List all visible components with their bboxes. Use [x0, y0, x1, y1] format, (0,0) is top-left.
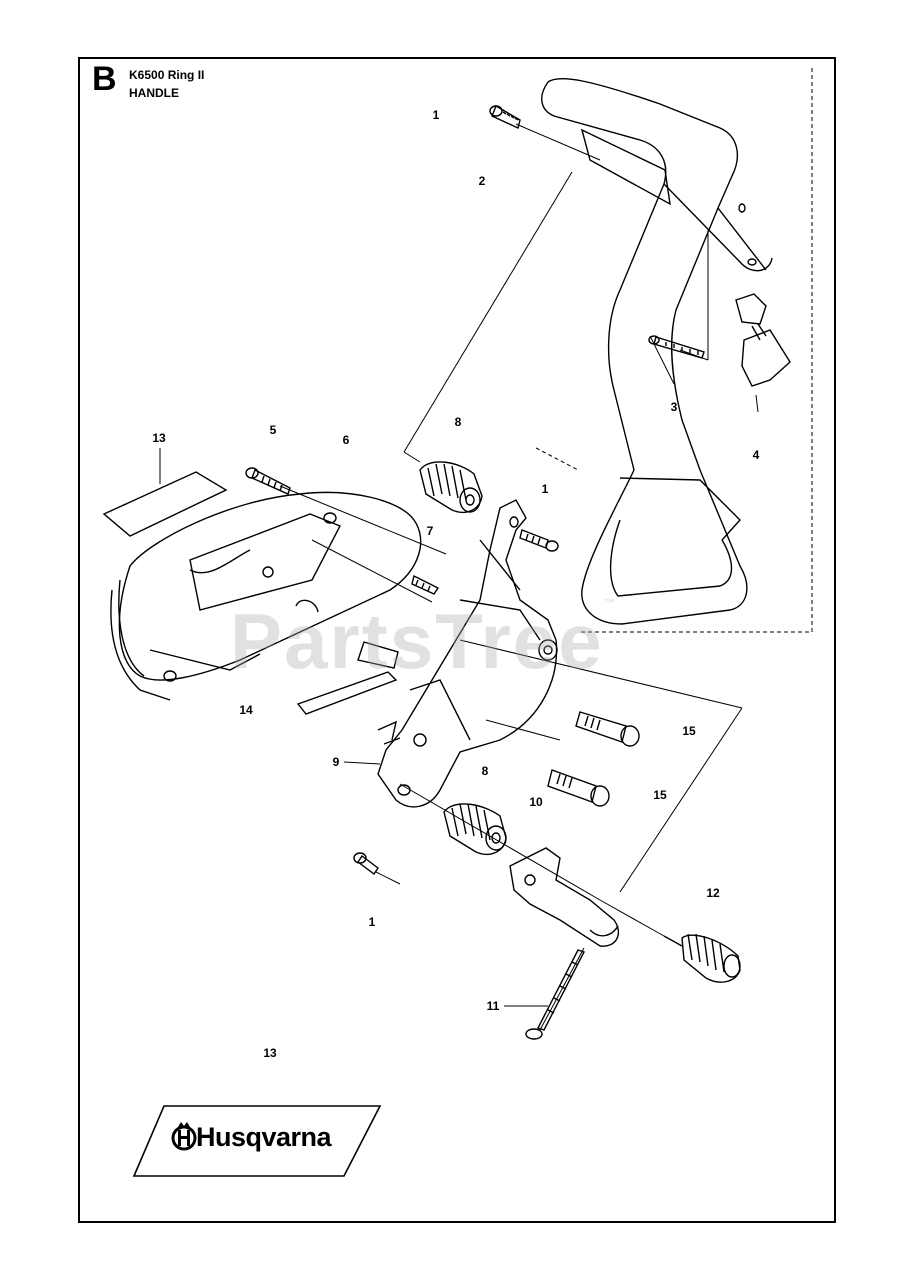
callout-8-upper: 8 — [454, 415, 462, 429]
callout-2: 2 — [478, 174, 486, 188]
husqvarna-crown-h-logo — [171, 1122, 197, 1151]
callout-1-middle: 1 — [541, 482, 549, 496]
model-name: K6500 Ring II — [129, 68, 205, 82]
callout-1-top: 1 — [432, 108, 440, 122]
rubber-buffer-8-upper — [419, 461, 483, 514]
callout-8-lower: 8 — [481, 764, 489, 778]
screw-1-middle — [519, 529, 559, 552]
callout-11: 11 — [486, 999, 500, 1013]
callout-7: 7 — [426, 524, 434, 538]
bolt-11 — [525, 949, 585, 1040]
callout-10: 10 — [529, 795, 543, 809]
rubber-buffer-8-lower — [443, 803, 507, 856]
callout-15-upper: 15 — [682, 724, 696, 738]
callout-13-upper: 13 — [152, 431, 166, 445]
section-letter: B — [92, 60, 117, 98]
screw-1-lower — [353, 852, 379, 876]
lower-bracket — [509, 847, 619, 947]
callout-14: 14 — [239, 703, 253, 717]
decal-13 — [102, 471, 228, 537]
brand-plate — [132, 1105, 382, 1177]
plate-14 — [296, 641, 399, 715]
callout-5: 5 — [269, 423, 277, 437]
screw-1-top — [489, 104, 521, 129]
bolt-10 — [547, 769, 610, 807]
callout-9: 9 — [332, 755, 340, 769]
front-handle-bar — [541, 77, 773, 625]
handle-bracket-9 — [377, 499, 558, 808]
callout-6: 6 — [342, 433, 350, 447]
brand-name: Husqvarna — [196, 1122, 332, 1152]
callout-1-lower: 1 — [368, 915, 376, 929]
diagram-title: HANDLE — [129, 86, 179, 100]
diagram-frame — [78, 57, 836, 1223]
leader-lines — [279, 123, 759, 1031]
screw-3 — [648, 335, 705, 359]
callout-12: 12 — [706, 886, 720, 900]
handle-housing-6 — [110, 491, 422, 701]
assembly-boundary — [535, 68, 813, 633]
screw-7 — [411, 574, 440, 595]
callout-4: 4 — [752, 448, 760, 462]
callout-15-lower: 15 — [653, 788, 667, 802]
spring-12 — [663, 933, 741, 983]
callout-13-lower: 13 — [263, 1046, 277, 1060]
callout-3: 3 — [670, 400, 678, 414]
clamp-4 — [735, 293, 791, 387]
screw-5 — [245, 467, 291, 495]
bolt-15-upper — [575, 711, 640, 747]
